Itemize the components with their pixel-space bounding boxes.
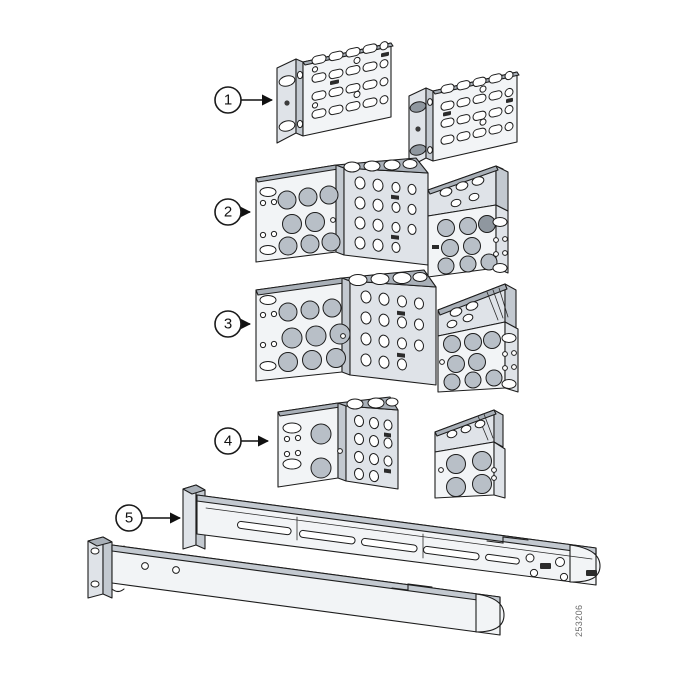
callout-2-label: 2: [224, 204, 232, 221]
rail-rear-slots: [205, 507, 593, 565]
callout-1-circle[interactable]: [214, 86, 242, 114]
extended-l-bracket-left: [255, 269, 437, 386]
short-l-bracket-right: [434, 409, 506, 499]
short-l-bracket-left: [277, 396, 399, 490]
part-group-5: [87, 484, 601, 636]
wide-l-bracket-right: [427, 165, 509, 278]
callout-3-label: 3: [224, 316, 232, 333]
callout-5-circle[interactable]: [115, 504, 143, 532]
document-id: 253206: [574, 605, 584, 637]
callout-4-circle[interactable]: [214, 427, 242, 455]
part-group-1: [276, 41, 520, 168]
callout-4-label: 4: [224, 433, 232, 450]
slot-grid-1-left: [311, 41, 389, 119]
flat-ear-bracket-left: [276, 41, 394, 144]
part-group-2: [255, 157, 509, 278]
flat-ear-bracket-right: [408, 70, 520, 168]
part-group-3: [255, 269, 519, 393]
hole-grid-4-left-side: [354, 414, 393, 483]
slide-rail-front: [87, 536, 505, 636]
hole-grid-2-left-side: [354, 176, 417, 253]
callout-2[interactable]: 2: [214, 198, 252, 226]
part-group-4: [277, 396, 506, 499]
callout-5[interactable]: 5: [115, 504, 182, 532]
hole-grid-3-left-side: [360, 290, 424, 371]
callout-4[interactable]: 4: [214, 427, 270, 455]
extended-l-bracket-right: [437, 283, 519, 393]
callout-3[interactable]: 3: [214, 310, 252, 338]
callout-2-circle[interactable]: [214, 198, 242, 226]
hole-grid-2-right: [432, 215, 508, 275]
callout-3-circle[interactable]: [214, 310, 242, 338]
hole-grid-3-right: [439, 331, 517, 391]
callout-5-label: 5: [125, 510, 133, 527]
wide-l-bracket-left: [255, 157, 429, 266]
slot-grid-1-right: [440, 70, 514, 145]
hole-grid-3-left: [259, 295, 351, 372]
hole-grid-2-left: [259, 185, 341, 256]
slide-rail-rear: [182, 484, 601, 586]
callout-1[interactable]: 1: [214, 86, 274, 114]
callout-1-label: 1: [224, 92, 232, 109]
